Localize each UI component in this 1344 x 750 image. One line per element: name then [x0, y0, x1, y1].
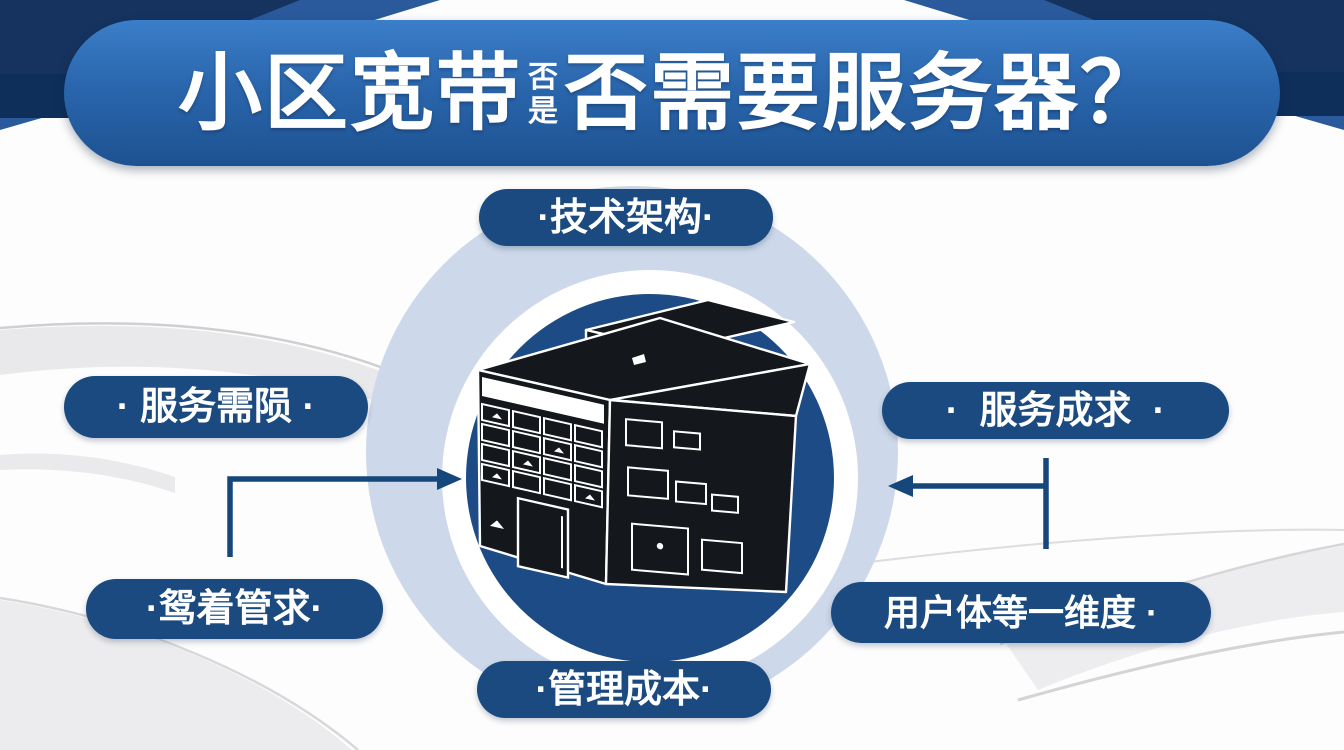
- connector-arrows: [227, 458, 1049, 557]
- server-door: [516, 496, 570, 580]
- title-banner: 小区宽带 否 是 否需要服务器？: [64, 20, 1280, 166]
- title-small-bottom: 是: [528, 95, 558, 128]
- title-small-top: 否: [528, 60, 558, 94]
- swoosh-band-bottom-left: [0, 600, 352, 750]
- pill-service-demand: · 服务需陨 ·: [64, 376, 368, 438]
- left-arrow-head-icon: [437, 468, 462, 490]
- left-arrow-line: [227, 476, 437, 557]
- right-arrow-head-icon: [888, 475, 913, 497]
- server-speck: [490, 520, 504, 529]
- swoosh-line-bottom-right-2: [1017, 630, 1344, 702]
- pill-label: · 服务需陨 ·: [116, 386, 316, 428]
- swoosh-band-left: [0, 325, 462, 432]
- pill-label: ·管理成本·: [535, 668, 713, 711]
- server-white-strip: [482, 377, 604, 424]
- swoosh-line-bottom-left: [0, 596, 359, 750]
- title-right: 否需要服务器？: [564, 46, 1167, 140]
- server-drawer-handles: [492, 413, 595, 501]
- pill-label: ·技术架构·: [537, 196, 715, 239]
- pill-service-cost: · 服务成求 ·: [882, 382, 1229, 439]
- server-right-panel: [625, 418, 743, 576]
- server-drawer-panel: [481, 377, 604, 580]
- title-small-stack: 否 是: [528, 61, 558, 130]
- pill-left-lower-requirement: ·鸳着管求·: [86, 579, 383, 639]
- swoosh-line-right: [869, 528, 1344, 563]
- server-illustration-icon: [476, 298, 812, 594]
- pill-label: · 服务成求 ·: [945, 389, 1166, 432]
- server-dot: [656, 542, 664, 550]
- title-left: 小区宽带: [177, 46, 522, 140]
- server-top-handle: [632, 354, 646, 365]
- pill-label: 用户体等一维度 ·: [884, 591, 1158, 633]
- swoosh-sliver-left: [0, 453, 175, 493]
- pill-user-experience-dimension: 用户体等一维度 ·: [831, 582, 1211, 643]
- pill-label: ·鸳着管求·: [145, 588, 324, 630]
- pill-management-cost: ·管理成本·: [477, 661, 771, 718]
- pill-tech-architecture: ·技术架构·: [479, 189, 773, 246]
